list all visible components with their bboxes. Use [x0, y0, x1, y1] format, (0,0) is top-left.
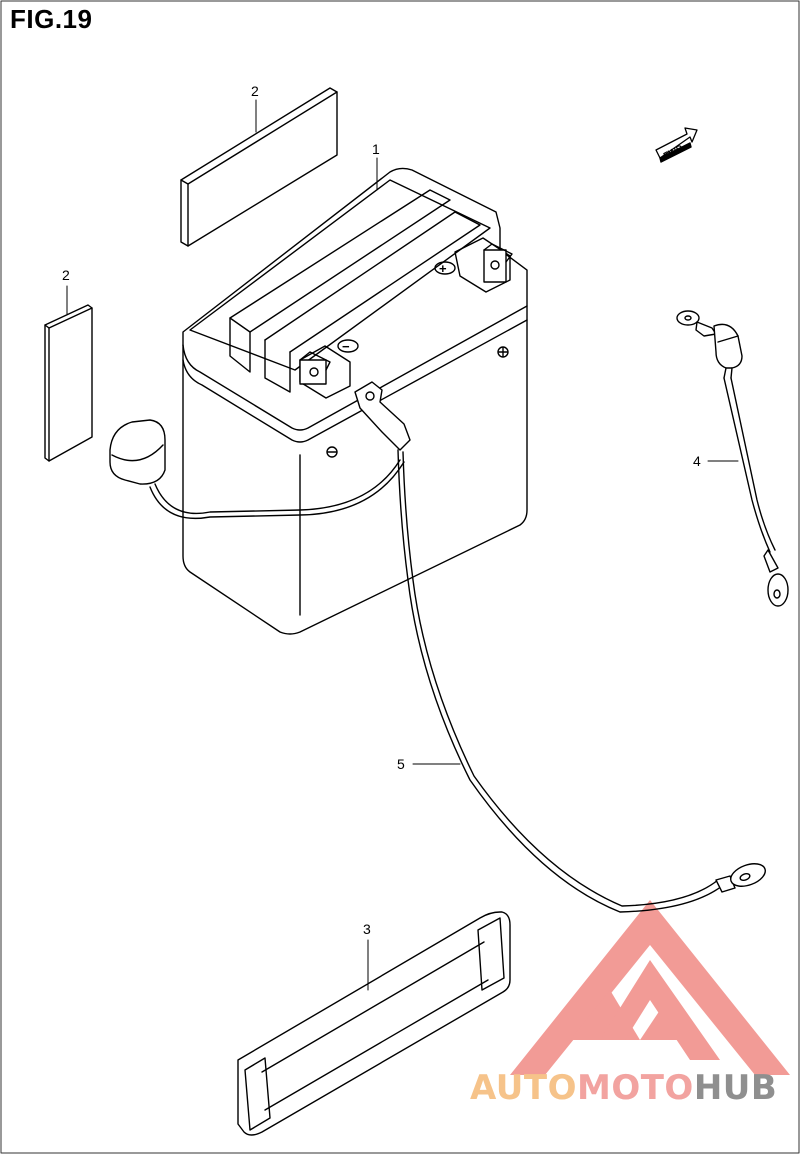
- svg-text:2: 2: [62, 267, 70, 283]
- part-3-battery-band: [237, 911, 511, 1136]
- svg-text:2: 2: [251, 83, 259, 99]
- callout-3: 3: [363, 921, 371, 991]
- svg-text:5: 5: [397, 756, 405, 772]
- negative-terminal-mark: [337, 339, 359, 353]
- part-5-negative-lead: [354, 381, 766, 913]
- figure-title: FIG.19: [10, 4, 93, 34]
- positive-terminal-mark: [434, 261, 456, 275]
- part-2-label-sheet-side: [44, 304, 93, 462]
- fwd-arrow-icon: FWD: [655, 127, 698, 163]
- watermark-moto: MOTO: [576, 1068, 694, 1108]
- watermark-auto: AUTO: [470, 1068, 577, 1108]
- callout-1: 1: [372, 141, 380, 191]
- callout-2-side: 2: [62, 267, 70, 315]
- part-2-label-sheet-top: [180, 87, 338, 247]
- svg-text:−: −: [342, 339, 350, 354]
- callout-5: 5: [397, 756, 461, 772]
- svg-text:+: +: [439, 261, 447, 276]
- part-1-battery: + −: [109, 167, 528, 635]
- svg-text:4: 4: [693, 453, 701, 469]
- svg-text:3: 3: [363, 921, 371, 937]
- part-4-positive-lead: [676, 310, 789, 607]
- watermark-logo: [510, 900, 790, 1075]
- callout-2-top: 2: [251, 83, 259, 133]
- watermark-text: AUTOMOTOHUB: [470, 1068, 777, 1108]
- svg-text:1: 1: [372, 141, 380, 157]
- callout-4: 4: [693, 453, 739, 469]
- watermark-hub: HUB: [693, 1068, 778, 1108]
